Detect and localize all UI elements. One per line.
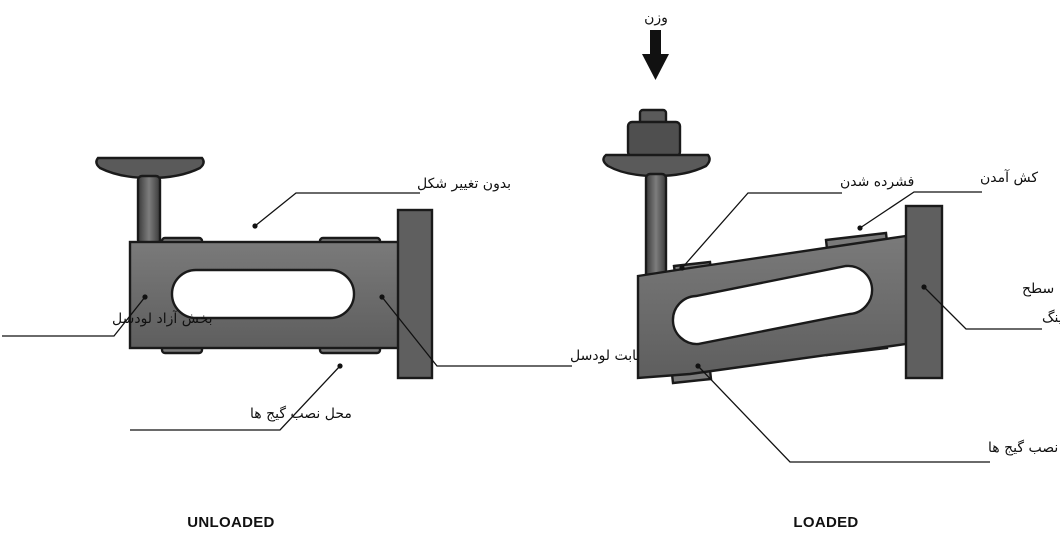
dot-tension	[857, 225, 863, 231]
dot-no-deformation	[252, 223, 258, 229]
label-free-end: بخش آزاد لودسل	[112, 310, 213, 327]
leader-no-deformation	[254, 192, 420, 227]
unloaded-rod	[136, 174, 162, 246]
unloaded-figure	[95, 156, 434, 380]
caption-unloaded: UNLOADED	[187, 514, 274, 531]
unloaded-bone-hole	[170, 268, 356, 320]
leader-compression	[681, 192, 842, 269]
dot-thin-wall	[695, 363, 701, 369]
loaded-bone-hole	[671, 264, 874, 346]
dot-free-end	[142, 294, 148, 300]
loaded-rod	[644, 172, 668, 280]
leader-gauge-location	[130, 365, 341, 431]
label-compression: فشرده شدن	[840, 174, 914, 190]
dot-fixed-end	[379, 294, 385, 300]
loaded-figure	[602, 30, 944, 385]
unloaded-labels: بدون تغییر شکل بخش آزاد لودسل بخش ثابت ل…	[2, 176, 676, 531]
dot-gauge-location	[337, 363, 343, 369]
leader-thin-wall	[697, 365, 990, 463]
dot-compression	[679, 265, 685, 271]
caption-loaded: LOADED	[793, 514, 858, 531]
label-thin-wall: دیواره نازک برای نصب گیج ها	[988, 439, 1060, 456]
loaded-mounting-block	[904, 204, 944, 380]
leader-mounting-surface	[923, 286, 1042, 330]
label-weight: وزن	[644, 10, 668, 26]
loaded-labels: وزن فشرده شدن کش آمدن سطح مانتینگ دیواره…	[644, 10, 1060, 531]
label-mounting-surface-line2: مانتینگ	[1042, 309, 1060, 326]
label-tension: کش آمدن	[980, 169, 1038, 186]
leader-free-end	[2, 296, 146, 337]
label-no-deformation: بدون تغییر شکل	[417, 176, 511, 192]
label-mounting-surface-line1: سطح	[1022, 281, 1054, 297]
leader-tension	[859, 191, 982, 229]
unloaded-mounting-block	[396, 208, 434, 380]
dot-mounting-surface	[921, 284, 927, 290]
weight-arrow-shaft	[650, 30, 661, 56]
label-gauge-location: محل نصب گیج ها	[250, 405, 352, 422]
leader-fixed-end	[381, 296, 572, 367]
weight-arrow-head	[642, 54, 669, 80]
loaded-weight-block	[626, 120, 682, 158]
